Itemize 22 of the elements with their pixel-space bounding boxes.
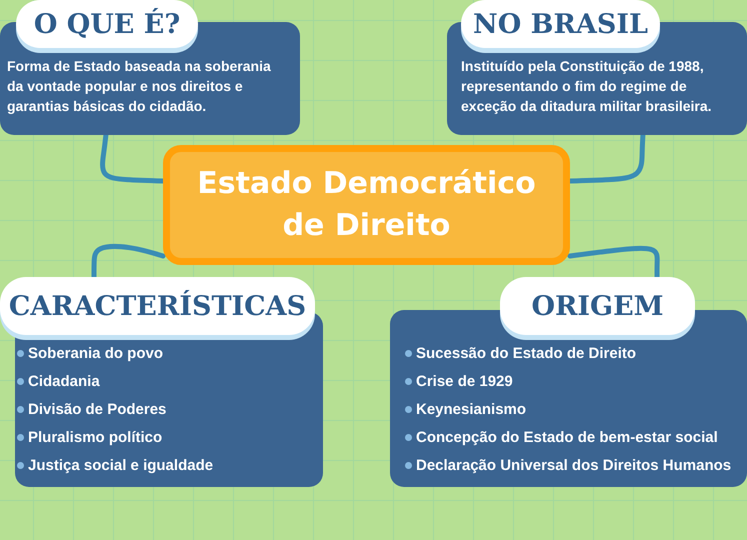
list-item: Keynesianismo bbox=[416, 400, 526, 418]
connector-line bbox=[568, 246, 660, 280]
description-text: Instituído pela Constituição de 1988, representando o fim do regime de exceção da ditadura militar brasileira. bbox=[461, 57, 713, 116]
list-item: Declaração Universal dos Direitos Humanos bbox=[416, 456, 732, 474]
central-topic-box bbox=[163, 145, 570, 265]
section-heading: NO BRASIL bbox=[461, 0, 660, 48]
section-heading: ORIGEM bbox=[500, 277, 695, 335]
list-item: Cidadania bbox=[28, 373, 100, 390]
section-heading: O QUE É? bbox=[16, 0, 198, 48]
section-heading: CARACTERÍSTICAS bbox=[0, 277, 315, 335]
description-text: Forma de Estado baseada na soberania da vontade popular e nos direitos e garantias básicas do cidadão. bbox=[7, 57, 272, 116]
connector-line bbox=[568, 132, 646, 184]
list-item: Crise de 1929 bbox=[416, 373, 513, 390]
connector-line bbox=[100, 132, 166, 184]
list-item: Concepção do Estado de bem-estar social bbox=[416, 428, 718, 446]
list-item: Divisão de Poderes bbox=[28, 400, 166, 418]
connector-line bbox=[92, 244, 166, 280]
list-item: Sucessão do Estado de Direito bbox=[416, 345, 636, 362]
list-item: Pluralismo político bbox=[28, 428, 162, 446]
list-item: Soberania do povo bbox=[28, 345, 164, 362]
central-title: Estado Democrático de Direito bbox=[196, 165, 537, 245]
list-item: Justiça social e igualdade bbox=[28, 456, 214, 474]
